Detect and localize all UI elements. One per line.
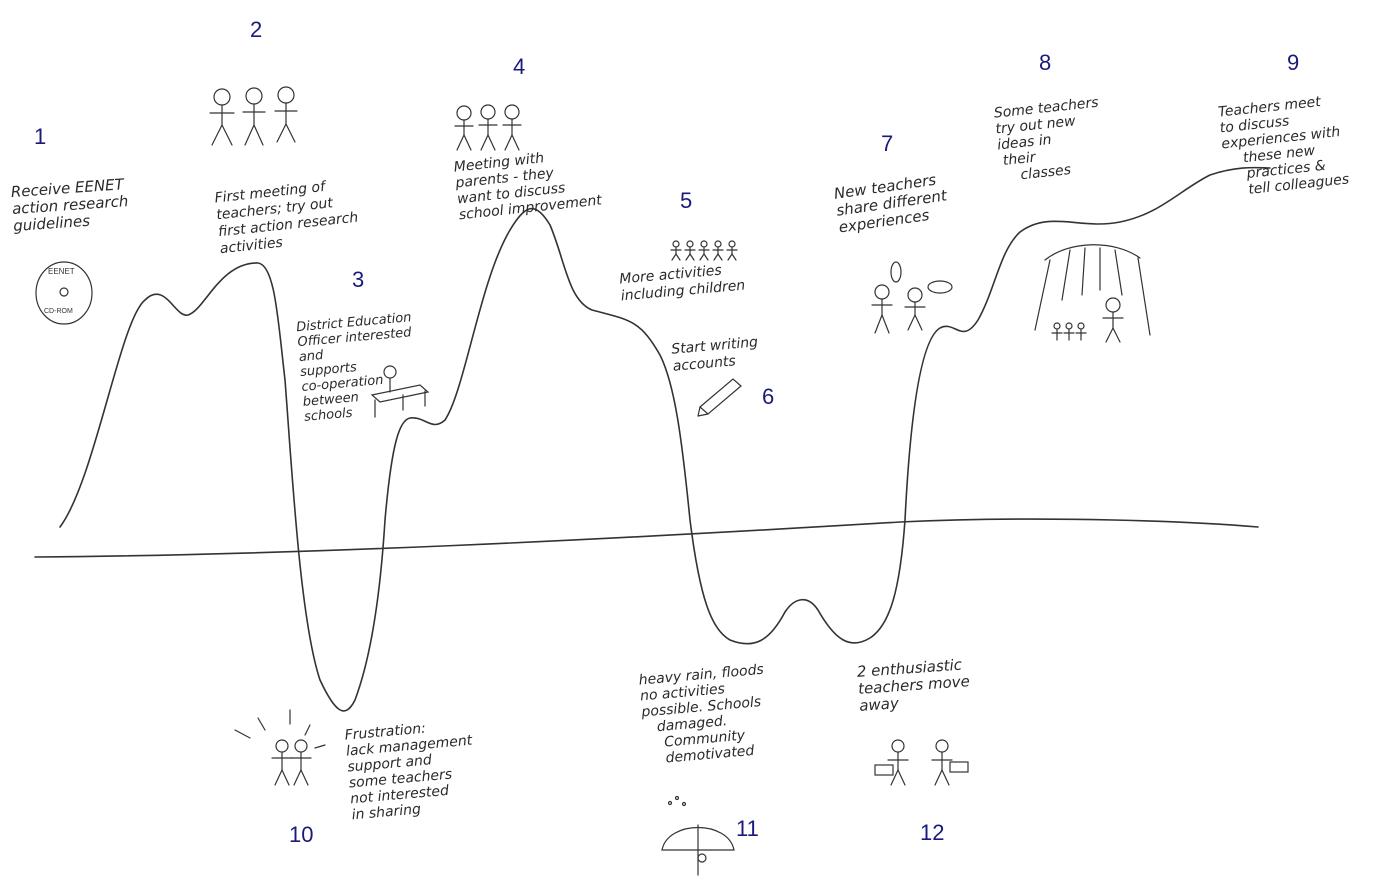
children-figures-icon <box>671 241 737 260</box>
cd-label-top: EENET <box>48 267 75 276</box>
marker-5: 5 <box>680 188 692 214</box>
parents-figures-icon <box>455 105 521 150</box>
marker-1: 1 <box>34 124 46 150</box>
marker-7: 7 <box>881 131 893 157</box>
cd-rom-icon: EENET CD-ROM <box>36 262 92 324</box>
marker-2: 2 <box>250 17 262 43</box>
marker-6: 6 <box>762 384 774 410</box>
teachers-leaving-icon <box>875 740 968 785</box>
talking-teachers-icon <box>872 262 952 333</box>
teachers-figures-icon <box>210 87 297 145</box>
classroom-icon <box>1035 245 1150 342</box>
pencil-icon <box>698 379 741 416</box>
marker-9: 9 <box>1287 50 1299 76</box>
baseline <box>35 519 1258 557</box>
marker-10: 10 <box>289 822 313 848</box>
marker-3: 3 <box>352 267 364 293</box>
marker-4: 4 <box>513 54 525 80</box>
marker-8: 8 <box>1039 50 1051 76</box>
marker-11: 11 <box>736 816 759 842</box>
marker-12: 12 <box>920 820 944 846</box>
umbrella-icon <box>662 797 734 876</box>
frustrated-teachers-icon <box>235 710 325 785</box>
cd-label-bottom: CD-ROM <box>44 308 73 315</box>
